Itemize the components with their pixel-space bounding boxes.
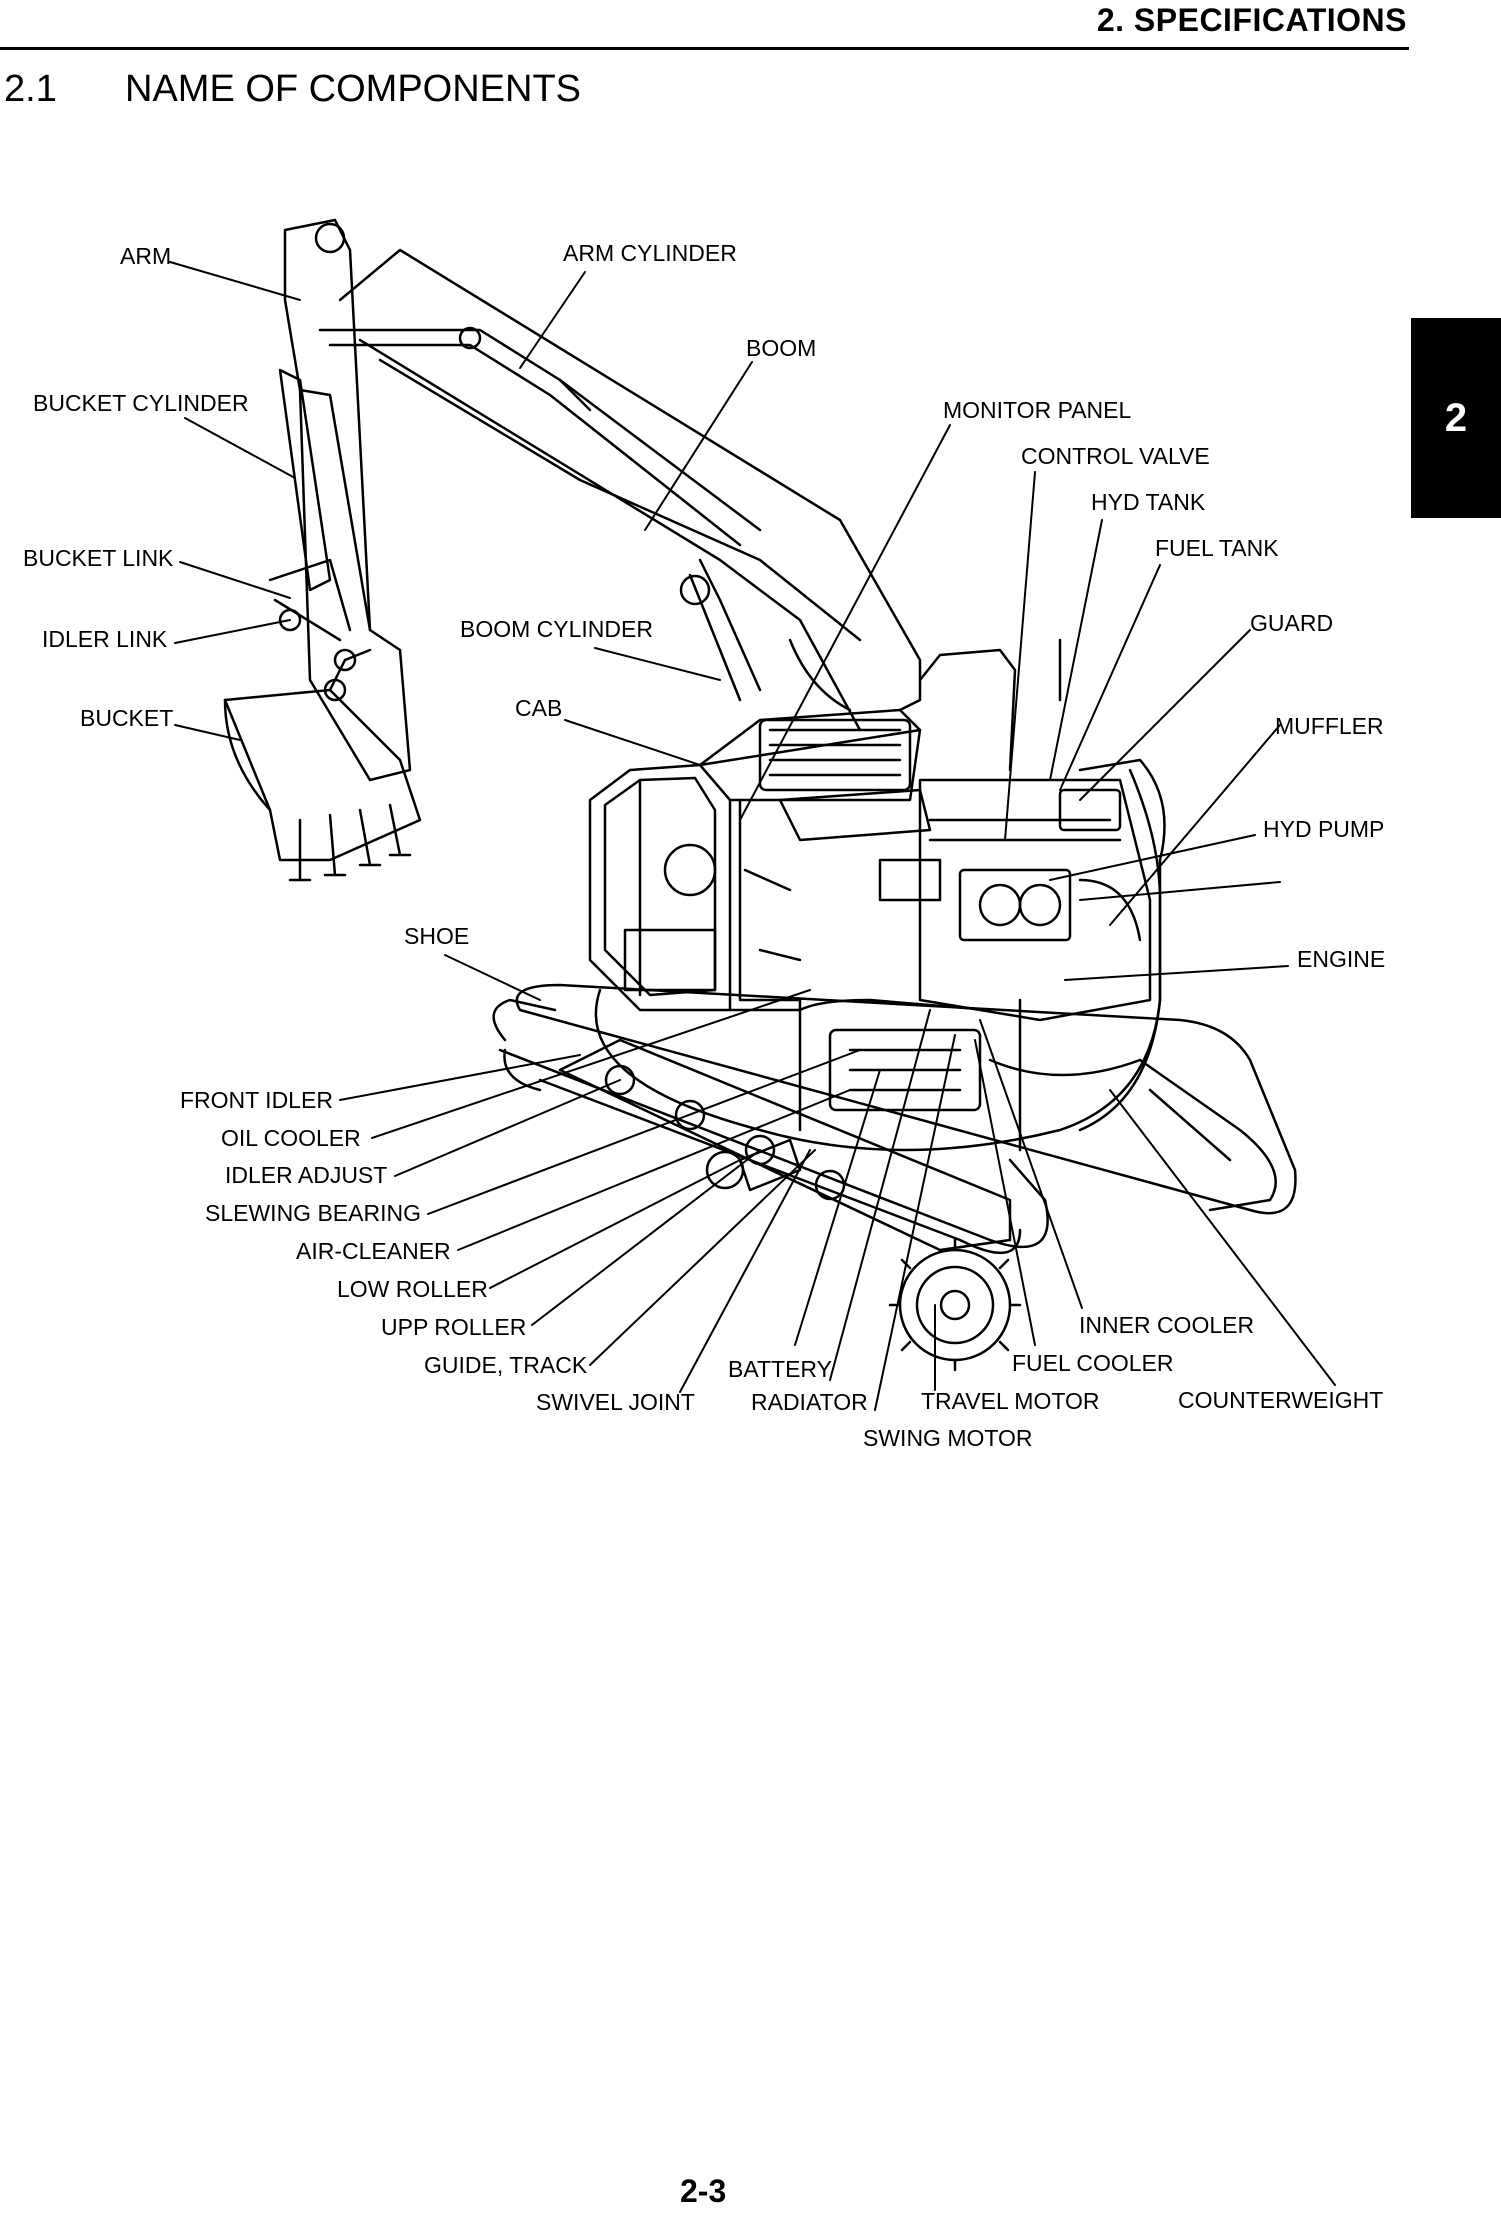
page-number: 2-3 [680, 2173, 727, 2209]
label-boom-cylinder: BOOM CYLINDER [460, 616, 653, 642]
arm [283, 218, 412, 782]
label-shoe: SHOE [404, 923, 470, 949]
label-engine: ENGINE [1297, 946, 1386, 972]
boom [338, 248, 922, 732]
label-low-roller: LOW ROLLER [337, 1276, 488, 1302]
header-rule [0, 47, 1409, 50]
label-hyd-pump: HYD PUMP [1263, 816, 1385, 842]
cab [588, 708, 932, 1012]
bucket [223, 648, 422, 882]
label-hyd-tank: HYD TANK [1091, 489, 1206, 515]
label-arm-cylinder: ARM CYLINDER [563, 240, 737, 266]
label-bucket-cylinder: BUCKET CYLINDER [33, 390, 249, 416]
label-swivel-joint: SWIVEL JOINT [536, 1389, 695, 1415]
section-number: 2.1 [4, 68, 57, 110]
label-monitor-panel: MONITOR PANEL [943, 397, 1132, 423]
label-guard: GUARD [1250, 610, 1334, 636]
label-travel-motor: TRAVEL MOTOR [921, 1388, 1100, 1414]
label-oil-cooler: OIL COOLER [221, 1125, 361, 1151]
leader-lines [169, 261, 1336, 1411]
label-control-valve: CONTROL VALVE [1021, 443, 1210, 469]
chapter-tab: 2 [1411, 318, 1501, 518]
guard [918, 638, 1062, 772]
track-left [492, 983, 1297, 1255]
upper-structure [594, 758, 1166, 1152]
label-bucket: BUCKET [80, 705, 174, 731]
label-inner-cooler: INNER COOLER [1079, 1312, 1255, 1338]
counterweight [1078, 768, 1162, 1132]
label-idler-link: IDLER LINK [42, 626, 168, 652]
label-idler-adjust: IDLER ADJUST [225, 1162, 388, 1188]
label-bucket-link: BUCKET LINK [23, 545, 174, 571]
label-muffler: MUFFLER [1275, 713, 1384, 739]
label-counterweight: COUNTERWEIGHT [1178, 1387, 1384, 1413]
label-cab: CAB [515, 695, 563, 721]
label-guide-track: GUIDE, TRACK [424, 1352, 588, 1378]
label-fuel-tank: FUEL TANK [1155, 535, 1279, 561]
label-swing-motor: SWING MOTOR [863, 1425, 1033, 1451]
engine-compartment [878, 778, 1152, 1022]
page-header-title: 2. SPECIFICATIONS [1096, 2, 1407, 38]
label-slewing-bearing: SLEWING BEARING [205, 1200, 421, 1226]
label-front-idler: FRONT IDLER [180, 1087, 333, 1113]
arm-cylinder [318, 326, 762, 547]
track-right [1138, 1058, 1277, 1212]
section-title: NAME OF COMPONENTS [125, 68, 582, 110]
label-upp-roller: UPP ROLLER [381, 1314, 527, 1340]
label-battery: BATTERY [728, 1356, 832, 1382]
bucket-cylinder [268, 368, 352, 642]
label-boom: BOOM [746, 335, 817, 361]
label-air-cleaner: AIR-CLEANER [296, 1238, 451, 1264]
label-radiator: RADIATOR [751, 1389, 868, 1415]
sprocket [888, 1238, 1022, 1372]
label-arm: ARM [120, 243, 172, 269]
label-fuel-cooler: FUEL COOLER [1012, 1350, 1174, 1376]
